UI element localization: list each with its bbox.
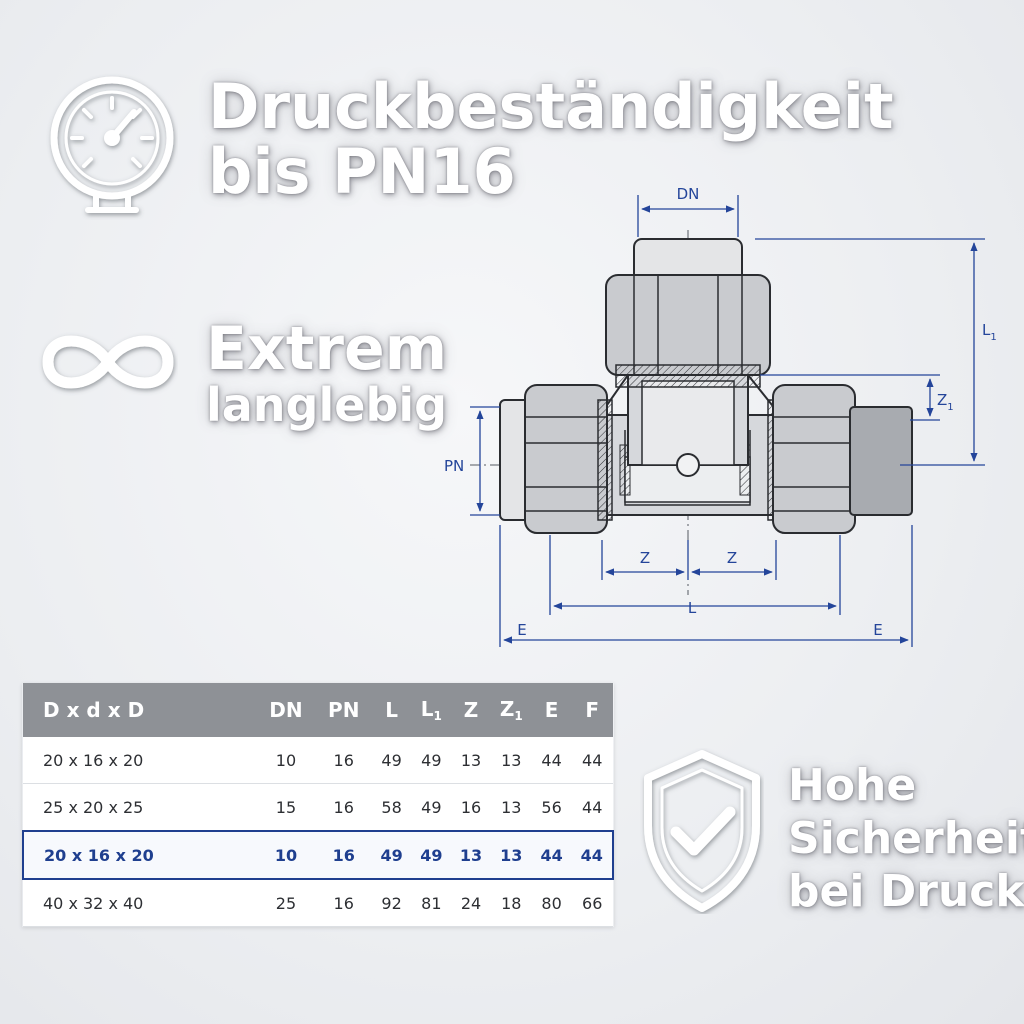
feature-durable-line-1: Extrem — [206, 314, 448, 384]
table-cell: 16 — [315, 783, 372, 832]
label-e-right: E — [873, 621, 882, 639]
table-cell: 49 — [371, 830, 412, 880]
feature-pressure-line-2: bis PN16 — [208, 135, 516, 209]
label-dn: DN — [677, 185, 700, 203]
feature-pressure-line-1: Druckbeständigkeit — [208, 70, 894, 143]
column-header: D x d x D — [23, 683, 257, 737]
table-cell: 13 — [451, 737, 491, 784]
label-pn: PN — [444, 457, 464, 475]
column-header: PN — [315, 683, 372, 737]
column-header: Z — [451, 683, 491, 737]
column-header: L1 — [411, 683, 452, 737]
table-cell: 44 — [531, 830, 572, 880]
column-header-label: L — [385, 698, 398, 722]
table-cell: 15 — [256, 783, 316, 832]
column-header: DN — [256, 683, 316, 737]
table-cell: 66 — [571, 879, 613, 927]
feature-durable-text: Extrem langlebig — [206, 314, 448, 432]
dimension-lines — [470, 195, 985, 647]
table-cell: 13 — [451, 830, 491, 880]
table-cell: 16 — [451, 783, 491, 832]
label-z1: Z1 — [937, 391, 954, 413]
column-header-label: DN — [269, 698, 303, 722]
table-cell: 16 — [315, 737, 372, 784]
table-cell: 18 — [490, 879, 532, 927]
table-cell: 49 — [411, 737, 452, 784]
table-cell: 92 — [371, 879, 412, 927]
right-union-nut — [767, 384, 913, 534]
column-header: Z1 — [490, 683, 532, 737]
table-cell: 58 — [371, 783, 412, 832]
table-cell: 10 — [256, 830, 316, 880]
pressure-gauge-icon — [50, 76, 174, 213]
column-header-label: D x d x D — [43, 698, 145, 722]
label-e-left: E — [517, 621, 526, 639]
feature-pressure-text: Druckbeständigkeit bis PN16 — [208, 74, 894, 204]
table-cell: 49 — [371, 737, 412, 784]
table-cell: 16 — [315, 879, 372, 927]
table-cell: 13 — [490, 783, 532, 832]
column-header-label: E — [544, 698, 559, 722]
left-union-nut — [499, 384, 613, 534]
table-cell: 24 — [451, 879, 491, 927]
tee-fitting-drawing: DN L1 Z1 PN Z Z L E E — [444, 185, 997, 647]
table-cell: 20 x 16 x 20 — [21, 830, 257, 880]
table-cell: 25 x 20 x 25 — [23, 783, 257, 832]
table-cell: 25 — [256, 879, 316, 927]
column-header: L — [371, 683, 412, 737]
table-cell: 81 — [411, 879, 452, 927]
column-header-label: F — [585, 698, 600, 722]
table-cell: 44 — [571, 737, 613, 784]
column-header: F — [571, 683, 613, 737]
table-cell: 40 x 32 x 40 — [23, 879, 257, 927]
table-cell: 44 — [571, 830, 614, 880]
table-cell: 49 — [411, 830, 452, 880]
column-header-label: Z — [499, 696, 515, 721]
feature-safety-line-1: Hohe — [788, 760, 917, 811]
table-cell: 13 — [490, 737, 532, 784]
label-z-right: Z — [727, 549, 737, 567]
table-cell: 56 — [531, 783, 572, 832]
feature-durable-line-2: langlebig — [206, 378, 448, 432]
column-header: E — [531, 683, 572, 737]
column-header-subscript: 1 — [433, 709, 442, 724]
feature-safety-line-2: Sicherheit — [788, 812, 1024, 864]
top-union-nut — [605, 238, 771, 388]
shield-check-icon — [644, 750, 760, 912]
infinity-icon — [42, 335, 174, 389]
feature-safety-line-3: bei Druck — [788, 865, 1024, 917]
table-cell: 44 — [571, 783, 613, 832]
table-cell: 44 — [531, 737, 572, 784]
table-cell: 16 — [315, 830, 372, 880]
table-cell: 49 — [411, 783, 452, 832]
column-header-label: Z — [463, 698, 479, 722]
table-cell: 20 x 16 x 20 — [23, 737, 257, 784]
label-l1: L1 — [982, 321, 997, 343]
label-z-left: Z — [640, 549, 650, 567]
table-cell: 80 — [531, 879, 572, 927]
label-l: L — [688, 599, 697, 617]
feature-safety-text: Hohe Sicherheit bei Druck — [788, 760, 1024, 918]
column-header-label: L — [420, 696, 434, 721]
table-cell: 10 — [256, 737, 316, 784]
column-header-label: PN — [328, 698, 360, 722]
column-header-subscript: 1 — [514, 709, 523, 724]
table-cell: 13 — [490, 830, 532, 880]
